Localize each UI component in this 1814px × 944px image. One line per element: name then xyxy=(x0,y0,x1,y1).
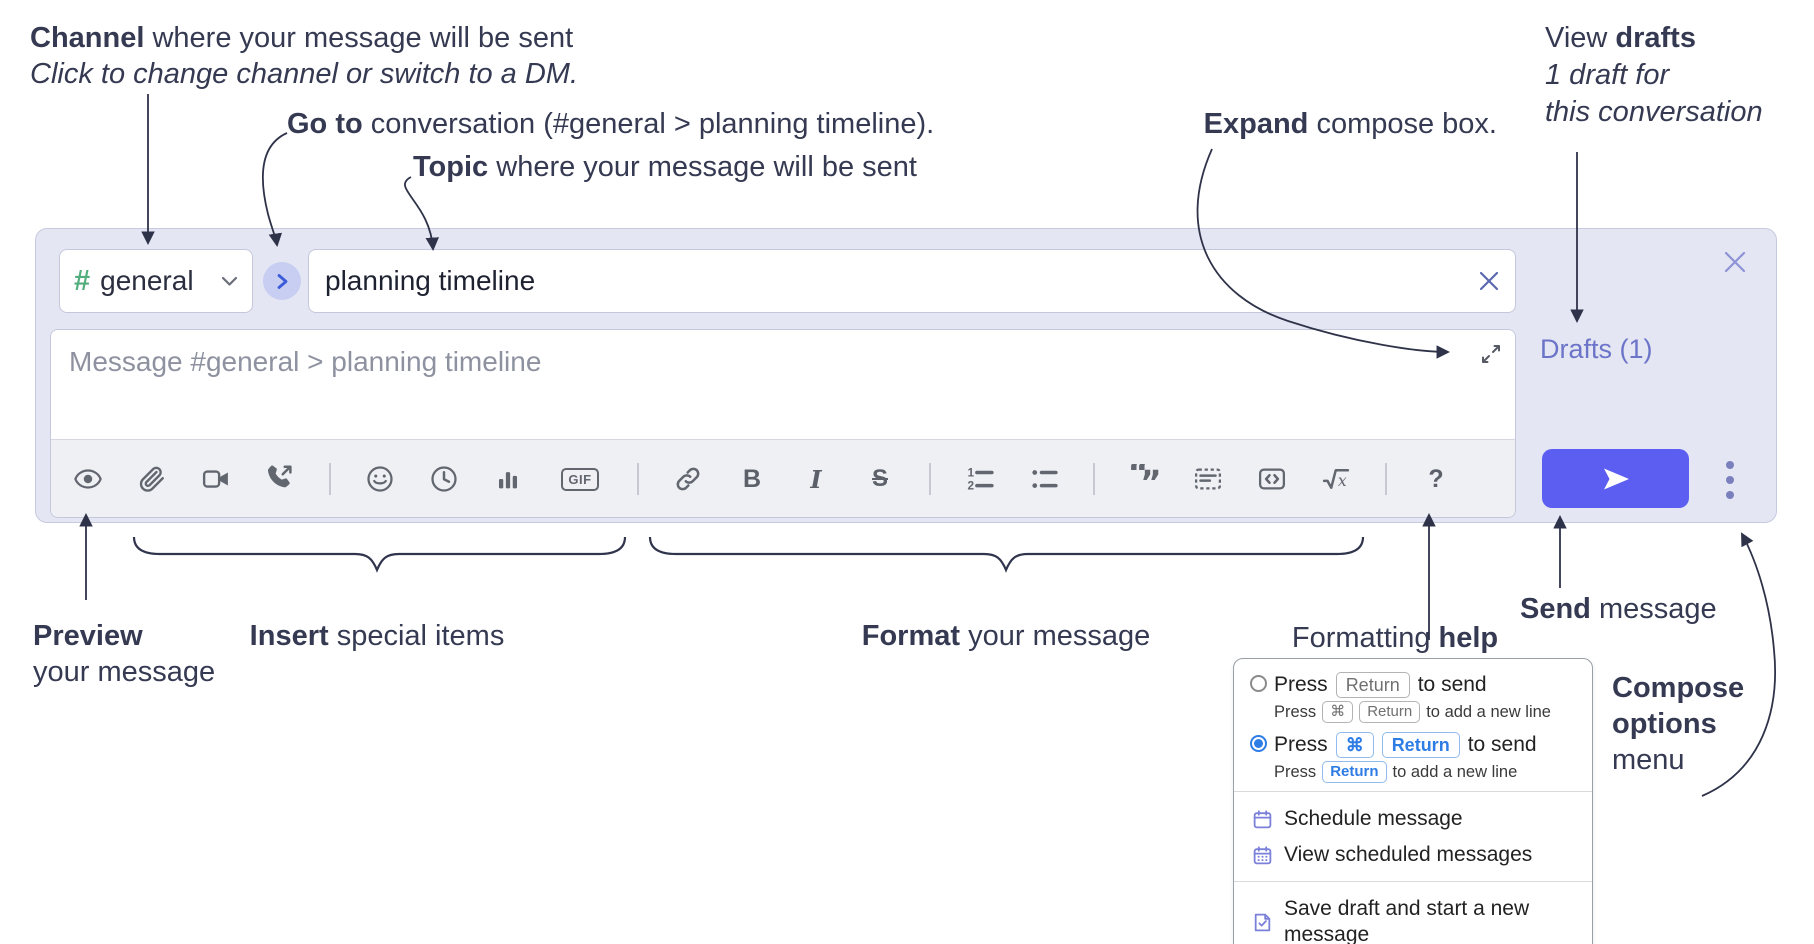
italic-icon[interactable]: I xyxy=(810,464,822,494)
message-area xyxy=(51,330,1515,440)
menu-item-save-draft[interactable]: Save draft and start a new message xyxy=(1248,891,1578,944)
annotation-format: Format your message xyxy=(861,620,1151,652)
toolbar-divider xyxy=(1385,463,1387,495)
annotation-channel-bold: Channel xyxy=(30,22,145,54)
svg-text:1: 1 xyxy=(968,466,975,480)
toolbar-divider xyxy=(929,463,931,495)
numbered-list-icon[interactable]: 1 2 xyxy=(965,464,995,494)
send-option-return[interactable]: Press Return to send Press ⌘ Return to a… xyxy=(1248,671,1578,723)
math-icon[interactable]: x xyxy=(1321,464,1351,494)
preview-eye-icon[interactable] xyxy=(73,464,103,494)
svg-text:”: ” xyxy=(1140,464,1159,494)
code-icon[interactable] xyxy=(1257,464,1287,494)
svg-text:“: “ xyxy=(1129,464,1149,492)
topic-clear-icon[interactable] xyxy=(1476,268,1502,294)
global-time-icon[interactable] xyxy=(429,464,459,494)
toolbar-divider xyxy=(637,463,639,495)
link-icon[interactable] xyxy=(673,464,703,494)
key-return: Return xyxy=(1322,761,1387,783)
poll-icon[interactable] xyxy=(493,464,523,494)
annotation-compose-options: Compose options menu xyxy=(1612,672,1745,776)
annotation-formatting-help: Formatting help xyxy=(1291,622,1499,654)
close-compose-icon[interactable] xyxy=(1720,247,1750,277)
send-plane-icon xyxy=(1603,468,1629,489)
compose-toolbar: GIF B I S 1 2 xyxy=(51,440,1515,517)
toolbar-divider xyxy=(329,463,331,495)
compose-box: # general xyxy=(35,228,1777,523)
document-check-icon xyxy=(1252,912,1273,933)
strikethrough-icon[interactable]: S xyxy=(871,465,888,492)
topic-input[interactable] xyxy=(308,249,1516,313)
svg-text:2: 2 xyxy=(968,479,975,493)
formatting-help-icon[interactable]: ? xyxy=(1428,464,1444,493)
annotation-insert: Insert special items xyxy=(249,620,505,652)
channel-name: general xyxy=(100,265,194,296)
quote-icon[interactable]: “ ” xyxy=(1129,464,1159,494)
annotation-goto: Go to conversation (#general > planning … xyxy=(287,108,935,140)
annotation-drafts: View drafts 1 draft for this conversatio… xyxy=(1545,22,1763,128)
svg-text:x: x xyxy=(1338,472,1347,490)
menu-item-schedule-message[interactable]: Schedule message xyxy=(1248,801,1578,837)
annotation-expand: Expand compose box. xyxy=(1203,108,1497,140)
topic-field-wrap xyxy=(308,249,1516,313)
annotation-preview: Preview your message xyxy=(33,620,216,688)
calendar-icon xyxy=(1252,809,1273,830)
annotation-send: Send message xyxy=(1520,593,1717,625)
key-cmd: ⌘ xyxy=(1335,731,1374,758)
chevron-right-icon xyxy=(277,273,287,289)
radio-unselected-icon[interactable] xyxy=(1250,675,1267,692)
popup-divider xyxy=(1234,791,1592,792)
key-return: Return xyxy=(1381,731,1460,758)
calendar-dots-icon xyxy=(1252,845,1273,866)
key-return: Return xyxy=(1359,701,1421,723)
voice-call-icon[interactable] xyxy=(265,464,295,494)
drafts-link[interactable]: Drafts (1) xyxy=(1540,334,1653,364)
chevron-down-icon xyxy=(221,276,238,287)
annotation-channel-rest: where your message will be sent xyxy=(144,22,574,54)
bulleted-list-icon[interactable] xyxy=(1029,464,1059,494)
menu-item-view-scheduled[interactable]: View scheduled messages xyxy=(1248,837,1578,873)
channel-hash-icon: # xyxy=(74,264,91,297)
radio-selected-icon[interactable] xyxy=(1250,735,1267,752)
toolbar-divider xyxy=(1093,463,1095,495)
video-call-icon[interactable] xyxy=(201,464,231,494)
annotation-channel: Channel where your message will be sent … xyxy=(30,20,578,92)
send-button[interactable] xyxy=(1542,449,1689,508)
message-container: GIF B I S 1 2 xyxy=(50,329,1516,518)
compose-options-popup: Press Return to send Press ⌘ Return to a… xyxy=(1233,658,1593,944)
key-return: Return xyxy=(1335,671,1410,698)
brace-insert xyxy=(132,536,627,573)
message-textarea[interactable] xyxy=(51,330,1515,439)
annotation-topic: Topic where your message will be sent xyxy=(413,151,917,183)
bold-icon[interactable]: B xyxy=(742,464,762,493)
attach-paperclip-icon[interactable] xyxy=(137,464,167,494)
send-option-cmd-return[interactable]: Press ⌘ Return to send Press Return to a… xyxy=(1248,731,1578,783)
popup-divider xyxy=(1234,881,1592,882)
expand-compose-icon[interactable] xyxy=(1479,342,1503,366)
gif-icon[interactable]: GIF xyxy=(557,464,603,494)
key-cmd: ⌘ xyxy=(1322,701,1354,723)
spoiler-icon[interactable] xyxy=(1193,464,1223,494)
emoji-icon[interactable] xyxy=(365,464,395,494)
goto-conversation-button[interactable] xyxy=(263,262,301,300)
brace-format xyxy=(648,536,1365,573)
channel-selector[interactable]: # general xyxy=(59,249,253,313)
annotation-channel-italic: Click to change channel or switch to a D… xyxy=(30,58,579,90)
compose-options-menu-icon[interactable] xyxy=(1713,453,1747,507)
